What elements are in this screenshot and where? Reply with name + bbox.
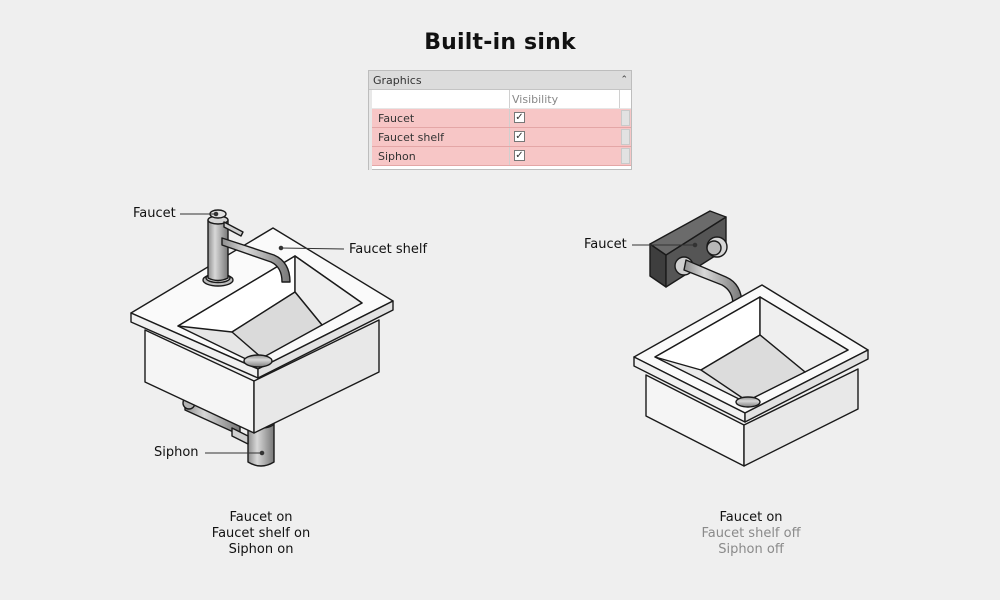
label-siphon-left: Siphon bbox=[154, 445, 199, 460]
page-title: Built-in sink bbox=[424, 30, 576, 55]
panel-row-faucet: Faucet ✓ bbox=[369, 109, 631, 128]
column-divider bbox=[509, 90, 510, 108]
label-faucet-right: Faucet bbox=[584, 237, 627, 252]
column-divider bbox=[509, 147, 510, 165]
panel-grid: Visibility Faucet ✓ Faucet shelf ✓ Sipho… bbox=[369, 90, 631, 166]
graphics-properties-panel: Graphics ⌃ Visibility Faucet ✓ Faucet sh… bbox=[368, 70, 632, 170]
column-divider bbox=[619, 90, 620, 108]
label-faucet-left: Faucet bbox=[133, 206, 176, 221]
left-caption: Faucet on Faucet shelf on Siphon on bbox=[161, 510, 361, 558]
panel-left-edge bbox=[369, 90, 372, 170]
panel-row-faucet-shelf: Faucet shelf ✓ bbox=[369, 128, 631, 147]
panel-header[interactable]: Graphics ⌃ bbox=[369, 71, 631, 90]
visibility-checkbox-siphon[interactable]: ✓ bbox=[514, 150, 525, 161]
left-leader-lines bbox=[180, 211, 345, 456]
visibility-column-header: Visibility bbox=[512, 93, 559, 106]
chevron-double-up-icon[interactable]: ⌃ bbox=[620, 75, 628, 85]
right-leader-lines bbox=[632, 242, 698, 248]
row-label: Faucet shelf bbox=[378, 131, 445, 144]
caption-line-off: Faucet shelf off bbox=[701, 526, 801, 541]
right-sink-illustration bbox=[633, 210, 869, 467]
column-divider bbox=[509, 128, 510, 146]
leader-faucet-shelf bbox=[280, 247, 345, 250]
visibility-checkbox-faucet[interactable]: ✓ bbox=[514, 112, 525, 123]
caption-line: Faucet shelf on bbox=[211, 526, 311, 541]
label-faucet-shelf-left: Faucet shelf bbox=[349, 242, 428, 257]
visibility-checkbox-faucet-shelf[interactable]: ✓ bbox=[514, 131, 525, 142]
caption-line: Faucet on bbox=[719, 510, 783, 525]
leader-dot bbox=[259, 450, 265, 456]
caption-line: Faucet on bbox=[229, 510, 293, 525]
row-label: Siphon bbox=[378, 150, 416, 163]
right-caption: Faucet on Faucet shelf off Siphon off bbox=[651, 510, 851, 558]
caption-line: Siphon on bbox=[228, 542, 294, 557]
left-sink-illustration bbox=[130, 209, 394, 467]
panel-column-header-row: Visibility bbox=[369, 90, 631, 109]
leader-dot bbox=[213, 211, 219, 217]
caption-line-off: Siphon off bbox=[718, 542, 784, 557]
row-scroll-stub bbox=[621, 148, 630, 164]
column-divider bbox=[509, 109, 510, 127]
row-scroll-stub bbox=[621, 110, 630, 126]
leader-dot bbox=[692, 242, 698, 248]
panel-header-label: Graphics bbox=[373, 74, 422, 87]
panel-row-siphon: Siphon ✓ bbox=[369, 147, 631, 166]
leader-dot bbox=[278, 245, 284, 251]
row-label: Faucet bbox=[378, 112, 415, 125]
row-scroll-stub bbox=[621, 129, 630, 145]
